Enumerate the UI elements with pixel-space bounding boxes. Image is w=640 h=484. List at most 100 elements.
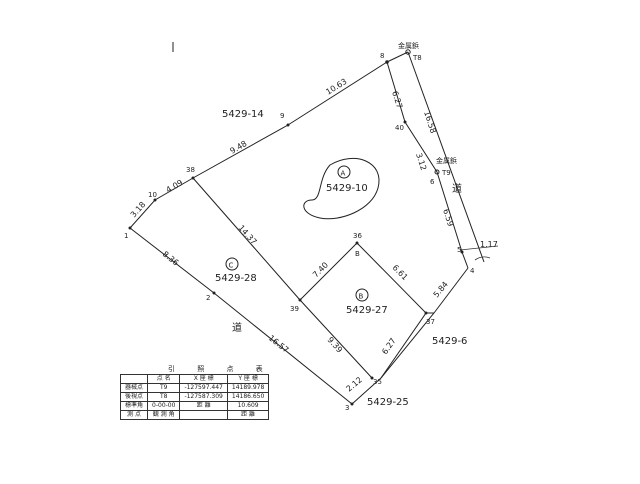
label-t8: T8 bbox=[412, 54, 422, 62]
point-37 bbox=[424, 311, 428, 315]
label-pb-top: B bbox=[355, 250, 360, 258]
label-p4: 4 bbox=[470, 267, 475, 275]
point-36 bbox=[355, 241, 359, 245]
boundary-line-t8 bbox=[386, 51, 409, 63]
points bbox=[128, 49, 464, 406]
point-10 bbox=[153, 198, 157, 202]
table-cell: 距 離 bbox=[179, 401, 228, 411]
contour-mark bbox=[303, 157, 380, 220]
table-header-cell bbox=[119, 374, 149, 384]
label-p37: 37 bbox=[426, 318, 435, 326]
reference-table-title: 引 照 点 表 bbox=[168, 365, 273, 373]
label-p10: 10 bbox=[148, 191, 157, 199]
dist-d2: 9.48 bbox=[229, 139, 249, 156]
boundary-east bbox=[386, 61, 463, 253]
parcel-a-letter: A bbox=[341, 170, 346, 178]
table-header-cell: Y 座 標 bbox=[226, 374, 270, 384]
parcel-b-letter: B bbox=[359, 293, 364, 301]
table-cell: 後視点 bbox=[119, 392, 149, 402]
dist-d3: 4.09 bbox=[165, 178, 185, 195]
label-marker2: 金属鋲 bbox=[436, 156, 457, 165]
parcel-c-letter: C bbox=[229, 262, 234, 270]
table-row: 器械点 T9 -127597.447 14189.978 bbox=[119, 383, 270, 393]
dist-d16: 1.17 bbox=[480, 240, 498, 249]
road-arc bbox=[474, 256, 491, 261]
parcel-a-circle bbox=[337, 165, 351, 179]
parcel-a-number: 5429-10 bbox=[326, 183, 368, 194]
dist-d4: 3.18 bbox=[129, 200, 148, 219]
table-cell: -127587.309 bbox=[179, 392, 228, 402]
label-marker1: 金属鋲 bbox=[398, 41, 419, 50]
table-row: 測 点 観 測 角 距 離 bbox=[119, 410, 270, 420]
point-40 bbox=[403, 120, 407, 124]
parcel-c-number: 5429-28 bbox=[215, 273, 257, 284]
dist-d9: 6.61 bbox=[391, 263, 410, 282]
dist-d13: 2.12 bbox=[345, 375, 364, 393]
label-p36: 36 bbox=[353, 232, 362, 240]
table-cell: 距 離 bbox=[226, 410, 270, 420]
label-p40: 40 bbox=[395, 124, 404, 132]
table-header-cell: 点 名 bbox=[147, 374, 181, 384]
road-label-2: 道 bbox=[232, 321, 242, 334]
boundary-east-2 bbox=[461, 251, 469, 269]
dist-d7: 14.37 bbox=[237, 223, 259, 246]
table-header-row: 点 名 X 座 標 Y 座 標 bbox=[119, 374, 270, 384]
neighbor-5429-25: 5429-25 bbox=[367, 397, 409, 408]
table-cell bbox=[179, 410, 228, 420]
point-8 bbox=[385, 60, 389, 64]
label-p3: 3 bbox=[345, 404, 349, 412]
table-cell: 14186.650 bbox=[226, 392, 270, 402]
point-5 bbox=[460, 250, 464, 254]
parcel-b bbox=[299, 242, 427, 379]
road-edge bbox=[407, 51, 485, 263]
dist-d8: 7.40 bbox=[311, 260, 330, 279]
table-cell: 10.609 bbox=[226, 401, 270, 411]
label-p38: 38 bbox=[186, 166, 195, 174]
table-row: 標準角 0-00-00 距 離 10.609 bbox=[119, 401, 270, 411]
point-9 bbox=[286, 123, 290, 127]
label-p9: 9 bbox=[280, 112, 284, 120]
dist-d18: 6.27 bbox=[390, 90, 404, 110]
table-cell: 標準角 bbox=[119, 401, 149, 411]
neighbor-5429-14: 5429-14 bbox=[222, 109, 264, 120]
table-cell: T8 bbox=[147, 392, 181, 402]
dist-d15: 6.59 bbox=[441, 208, 455, 228]
point-t9 bbox=[434, 169, 440, 175]
road-label-1: 道 bbox=[452, 182, 462, 195]
table-cell: T9 bbox=[147, 383, 181, 393]
table-cell: -127597.447 bbox=[179, 383, 228, 393]
label-p8: 8 bbox=[380, 52, 384, 60]
reference-table: 点 名 X 座 標 Y 座 標 器械点 T9 -127597.447 14189… bbox=[119, 374, 270, 420]
table-header-cell: X 座 標 bbox=[179, 374, 228, 384]
table-row: 後視点 T8 -127587.309 14186.650 bbox=[119, 392, 270, 402]
parcel-c-circle bbox=[225, 257, 239, 271]
label-p39: 39 bbox=[290, 305, 299, 313]
table-cell: 測 点 bbox=[119, 410, 149, 420]
point-39 bbox=[298, 298, 302, 302]
parcel-b-circle bbox=[355, 288, 369, 302]
label-p6: 6 bbox=[430, 178, 435, 186]
parcel-b-number: 5429-27 bbox=[346, 305, 388, 316]
dist-d17: 16.58 bbox=[422, 110, 438, 135]
label-p35: 35 bbox=[373, 378, 382, 386]
boundary-south-east bbox=[351, 267, 469, 405]
table-cell: 0-00-00 bbox=[147, 401, 181, 411]
table-cell: 観 測 角 bbox=[147, 410, 181, 420]
point-t8 bbox=[405, 49, 411, 55]
road-tick bbox=[459, 245, 499, 251]
point-2 bbox=[212, 291, 216, 295]
boundary-line bbox=[129, 61, 388, 229]
dist-d12: 6.27 bbox=[380, 336, 398, 356]
point-38 bbox=[191, 176, 195, 180]
table-cell: 14189.978 bbox=[226, 383, 270, 393]
neighbor-5429-6: 5429-6 bbox=[432, 336, 467, 347]
point-1 bbox=[128, 226, 132, 230]
dist-d10: 5.84 bbox=[432, 280, 450, 299]
dist-d11: 9.39 bbox=[326, 335, 345, 354]
table-cell: 器械点 bbox=[119, 383, 149, 393]
point-35 bbox=[370, 376, 374, 380]
point-3 bbox=[350, 402, 354, 406]
label-p2: 2 bbox=[206, 294, 210, 302]
